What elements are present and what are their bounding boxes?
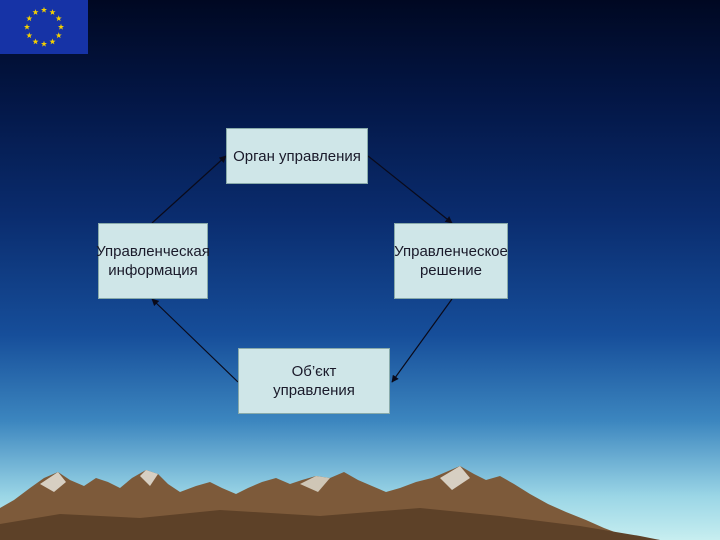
edge-top-right <box>367 155 453 224</box>
eu-flag-stars <box>23 6 65 47</box>
node-controlled-object-line-2: управления <box>273 382 355 399</box>
flag-star <box>55 32 62 39</box>
node-control-body: Орган управления <box>226 128 368 184</box>
node-controlled-object: Об’єкт управления <box>238 348 390 414</box>
node-control-body-label: Орган управления <box>233 147 361 165</box>
flag-star <box>49 9 56 15</box>
flag-star <box>32 9 39 15</box>
edge-bottom-left <box>151 298 239 383</box>
flag-star <box>26 15 33 22</box>
node-controlled-object-line-1: Об’єкт <box>291 363 337 380</box>
node-management-information-line-1: Управленческая <box>96 243 210 260</box>
flag-star <box>55 15 62 22</box>
flag-star <box>32 38 39 45</box>
flag-star <box>23 23 31 30</box>
flag-star <box>49 38 56 45</box>
node-management-information-line-2: информация <box>108 262 198 279</box>
edge-right-bottom <box>391 298 453 383</box>
eu-flag-icon <box>0 0 88 54</box>
node-management-information: Управленческая информация <box>96 223 210 299</box>
edge-left-top <box>151 155 227 224</box>
flag-star <box>57 23 65 30</box>
flag-star <box>26 32 33 39</box>
node-management-decision-line-1: Управленческое <box>394 243 508 260</box>
node-management-decision-line-2: решение <box>419 262 483 279</box>
flag-star <box>40 40 48 47</box>
node-management-decision: Управленческое решение <box>394 223 508 299</box>
flag-star <box>40 6 48 13</box>
